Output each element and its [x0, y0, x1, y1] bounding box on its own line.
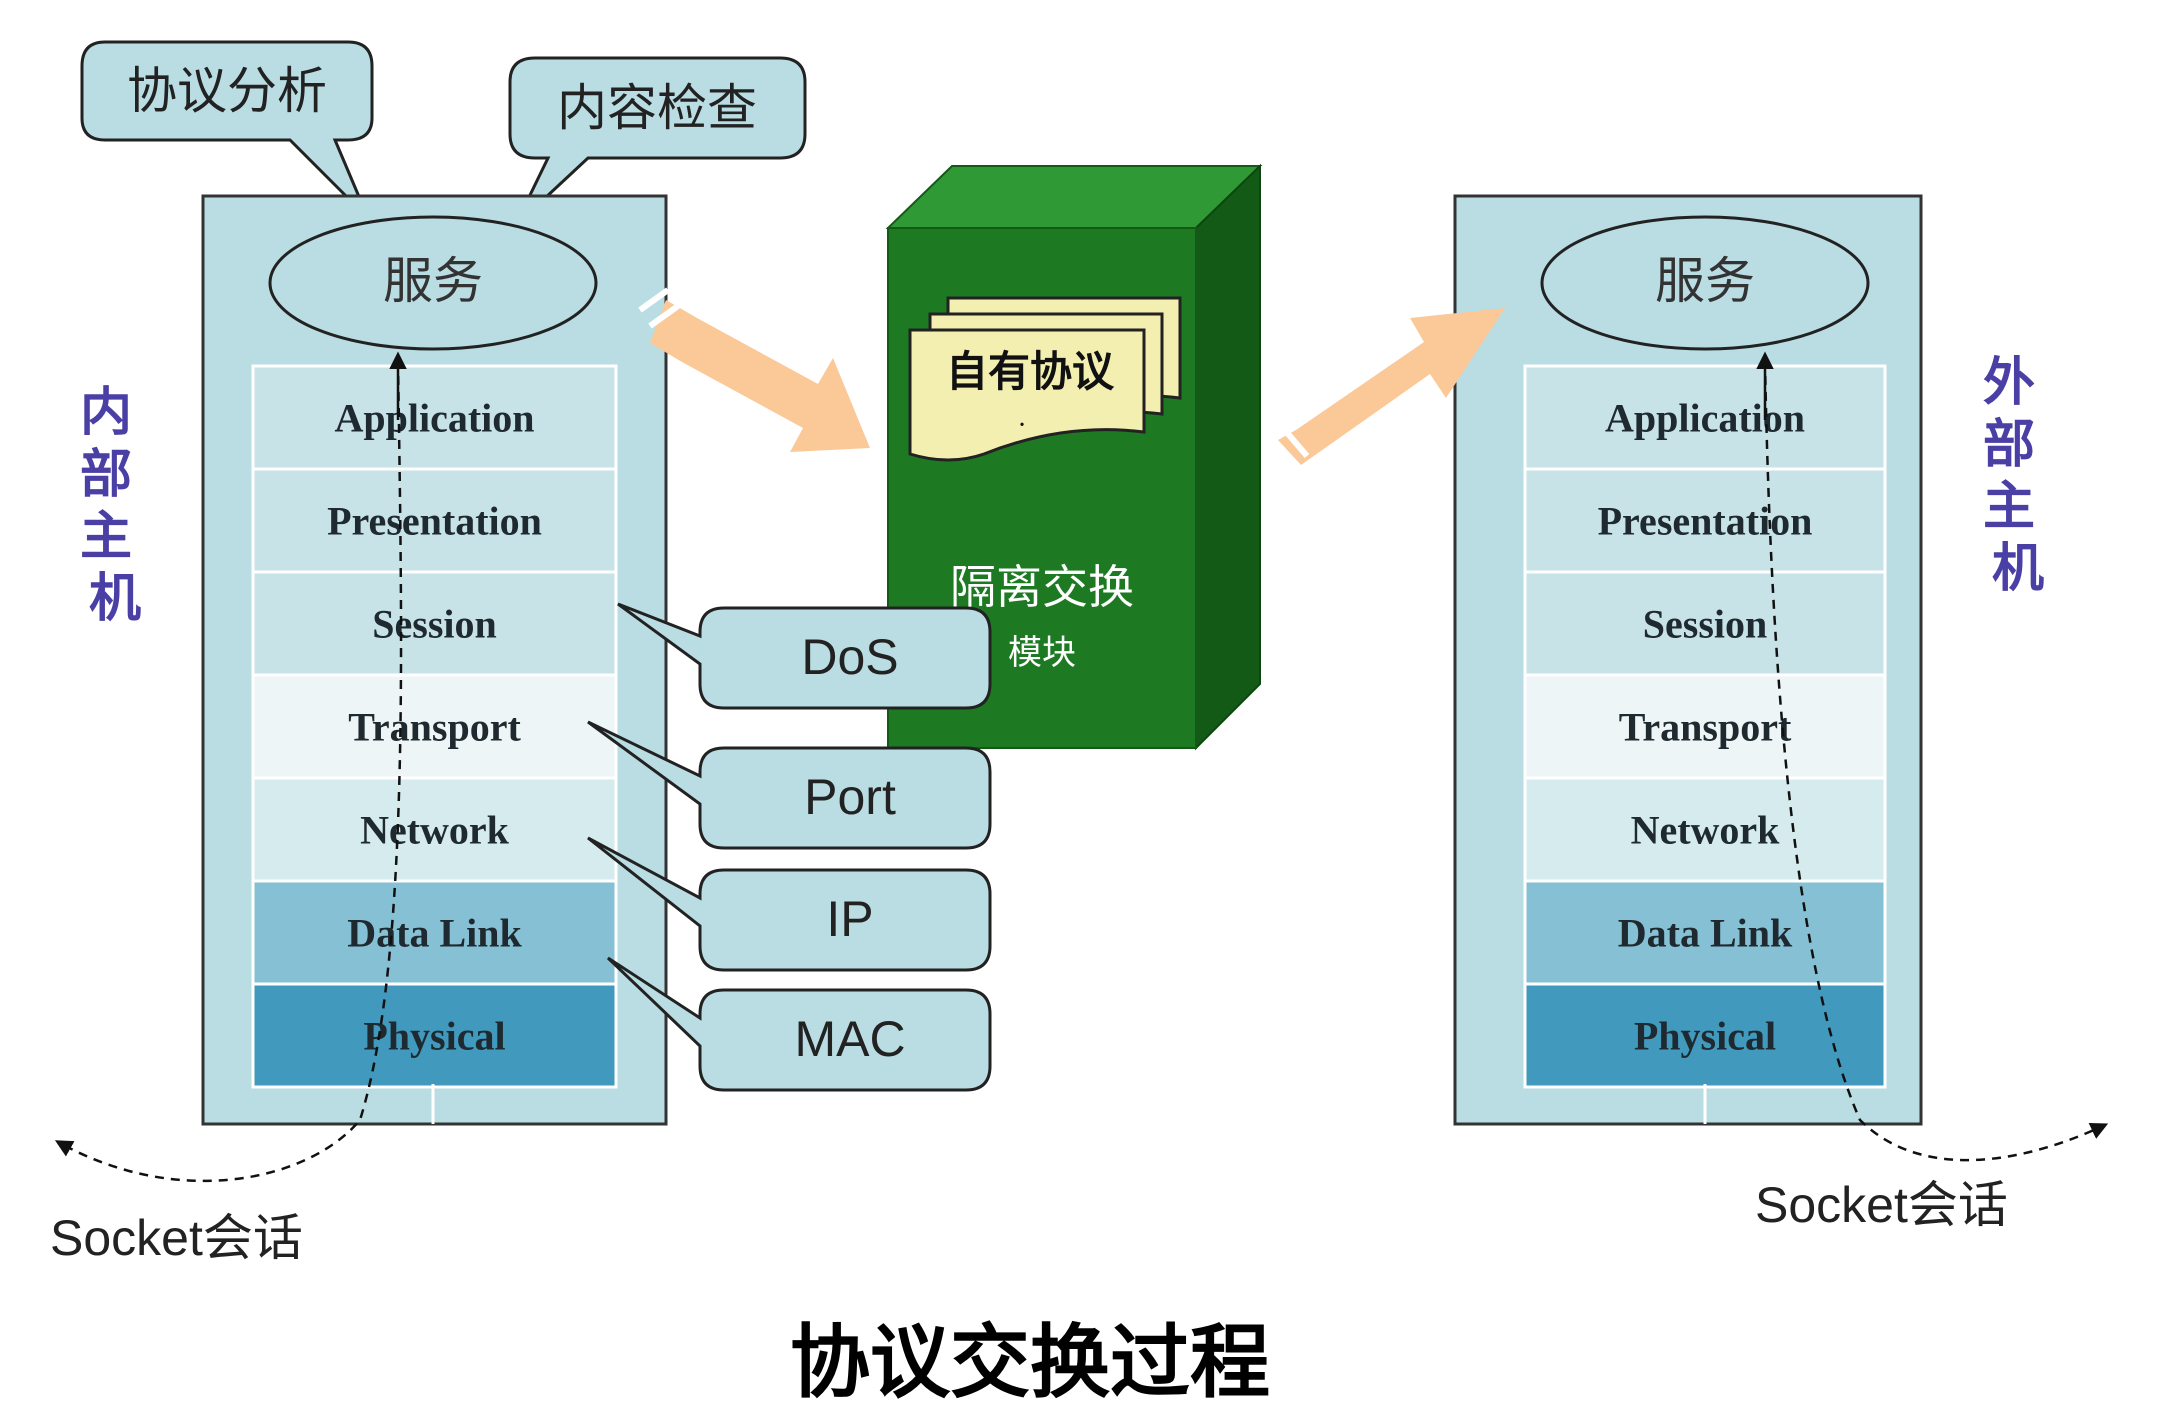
proprietary-protocol-docs: 自有协议 · — [908, 296, 1182, 462]
content-inspection-callout: 内容检查 — [508, 56, 807, 228]
internal-layer-label: Application — [334, 396, 534, 441]
external-layer-label: Data Link — [1618, 911, 1793, 956]
external-socket-path — [1763, 359, 2109, 1162]
external-service-label: 服务 — [1655, 252, 1755, 310]
internal-host-stack: 服务 ApplicationPresentationSessionTranspo… — [201, 194, 668, 1126]
external-layer-label: Transport — [1619, 705, 1792, 750]
protocol-analysis-label: 协议分析 — [127, 62, 327, 120]
internal-layer-label: Data Link — [347, 911, 522, 956]
internal-layer-network — [251, 776, 618, 883]
external-host-stack: 服务 ApplicationPresentationSessionTranspo… — [1453, 194, 1923, 1126]
threat-label-mac: MAC — [794, 1011, 905, 1067]
external-layer-presentation — [1523, 467, 1887, 574]
external-layer-label: Application — [1605, 396, 1805, 441]
external-layer-label: Network — [1631, 808, 1781, 853]
threat-label-ip: IP — [826, 891, 873, 947]
external-service-ellipse — [1540, 215, 1870, 351]
internal-socket-label: Socket会话 — [50, 1210, 303, 1266]
threat-callout-ip — [587, 836, 992, 972]
svg-text:·: · — [1017, 410, 1026, 441]
internal-layer-presentation — [251, 467, 618, 574]
external-layer-label: Session — [1643, 602, 1768, 647]
threat-label-dos: DoS — [801, 629, 898, 685]
internal-layer-label: Transport — [348, 705, 521, 750]
internal-layer-session — [251, 570, 618, 677]
internal-layer-list: ApplicationPresentationSessionTransportN… — [251, 364, 618, 1089]
external-layer-network — [1523, 776, 1887, 883]
isolation-module-label: 隔离交换 — [950, 560, 1134, 614]
external-layer-transport — [1523, 673, 1887, 780]
internal-layer-transport — [251, 673, 618, 780]
external-layer-list: ApplicationPresentationSessionTransportN… — [1523, 364, 1887, 1089]
external-layer-data-link — [1523, 879, 1887, 986]
external-socket-label: Socket会话 — [1755, 1177, 2008, 1233]
content-inspection-label: 内容检查 — [557, 79, 757, 137]
internal-layer-label: Network — [360, 808, 510, 853]
diagram-caption: 协议交换过程 — [790, 1316, 1270, 1409]
threat-callout-mac — [606, 956, 992, 1092]
internal-host-label: 内 部 主 机 — [80, 383, 150, 629]
internal-service-ellipse — [268, 215, 598, 351]
threat-label-port: Port — [804, 769, 896, 825]
internal-layer-physical — [251, 982, 618, 1089]
internal-layer-data-link — [251, 879, 618, 986]
external-layer-session — [1523, 570, 1887, 677]
isolation-module-sublabel: 模块 — [1008, 633, 1076, 673]
internal-layer-label: Presentation — [327, 499, 542, 544]
external-layer-label: Physical — [1634, 1014, 1776, 1059]
protocol-analysis-callout: 协议分析 — [80, 40, 374, 220]
outbound-arrow — [1265, 308, 1505, 468]
threat-callout-dos — [617, 602, 992, 710]
internal-layer-label: Physical — [363, 1014, 505, 1059]
internal-layer-label: Session — [372, 602, 497, 647]
threat-callout-port — [587, 720, 992, 850]
isolation-exchange-module: 自有协议 · 隔离交换 模块 — [885, 163, 1263, 751]
proprietary-protocol-label: 自有协议 — [946, 347, 1115, 396]
external-host-label: 外 部 主 机 — [1983, 353, 2053, 599]
external-layer-physical — [1523, 982, 1887, 1089]
external-layer-application — [1523, 364, 1887, 471]
internal-service-label: 服务 — [383, 252, 483, 310]
inbound-arrow — [638, 287, 870, 452]
external-layer-label: Presentation — [1598, 499, 1813, 544]
internal-socket-path — [54, 359, 403, 1183]
